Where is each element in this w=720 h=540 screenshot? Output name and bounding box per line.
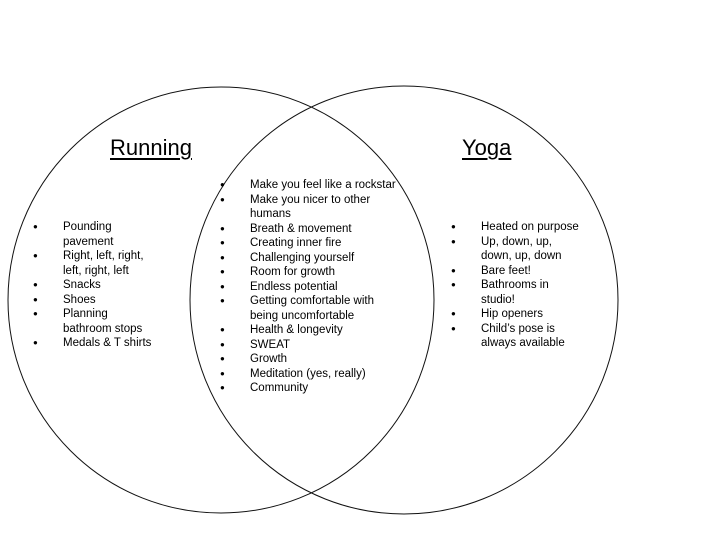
list-item: SWEAT [220,338,410,353]
running-circle [7,86,435,514]
list-item: Meditation (yes, really) [220,367,410,382]
list-item: Growth [220,352,410,367]
list-item: Snacks [33,278,163,293]
list-item: Challenging yourself [220,251,410,266]
list-item: Medals & T shirts [33,336,163,351]
running-title: Running [110,135,192,160]
list-item: Health & longevity [220,323,410,338]
overlap-list: Make you feel like a rockstar Make you n… [220,178,410,396]
list-item: Bare feet! [451,264,601,279]
yoga-circle [189,85,619,515]
running-list: Pounding pavement Right, left, right, le… [33,220,163,351]
list-item: Up, down, up, down, up, down [451,235,576,264]
list-item: Make you nicer to other humans [220,193,385,222]
list-item: Hip openers [451,307,601,322]
list-item: Planning bathroom stops [33,307,158,336]
list-item: Child’s pose is always available [451,322,581,351]
list-item: Heated on purpose [451,220,601,235]
list-item: Shoes [33,293,163,308]
list-item: Make you feel like a rockstar [220,178,410,193]
list-item: Pounding pavement [33,220,133,249]
list-item: Room for growth [220,265,410,280]
yoga-title: Yoga [462,135,512,160]
list-item: Endless potential [220,280,410,295]
list-item: Right, left, right, left, right, left [33,249,158,278]
list-item: Breath & movement [220,222,410,237]
list-item: Community [220,381,410,396]
list-item: Bathrooms in studio! [451,278,566,307]
list-item: Creating inner fire [220,236,410,251]
list-item: Getting comfortable with being uncomfort… [220,294,400,323]
yoga-list: Heated on purpose Up, down, up, down, up… [451,220,601,351]
